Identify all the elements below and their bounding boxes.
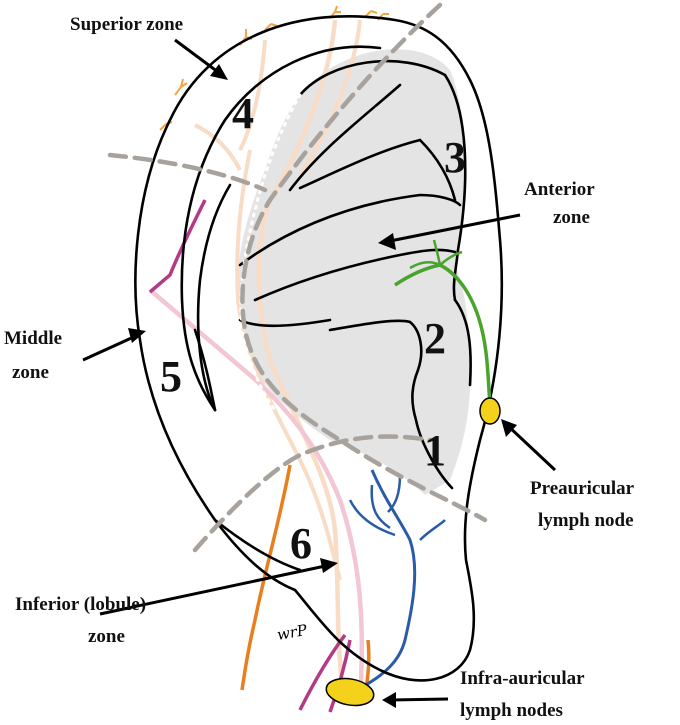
artist-signature: wrP [276,621,310,644]
label-infra-line1: Infra-auricular [460,668,585,689]
boundary-middle-inferior [192,434,433,553]
anterior-drainage-vessel [394,263,492,406]
boundary-superior-anterior [240,2,488,523]
preauricular-lymph-node [479,397,501,425]
helix-crus [298,59,467,302]
label-anterior-line2: zone [553,207,590,228]
zone-number-5: 5 [160,352,182,401]
triangular-fossa-ridge [298,138,457,202]
blue-vessel-branch-4 [419,519,446,541]
anterior-drainage-branch-1 [432,239,442,266]
tragus-outline [408,320,454,490]
label-middle-line2: zone [12,362,49,383]
zone-number-6: 6 [290,519,312,568]
label-inferior-line1: Inferior (lobule) [15,594,146,615]
concha-shaded-region [237,49,470,496]
antihelix-rim-2 [196,183,232,412]
helix-inner-rim [180,45,382,412]
zone-number-1: 1 [424,426,446,475]
label-superior-zone: Superior zone [70,14,183,35]
boundary-superior-middle [107,152,268,193]
peach-vessel-3 [238,39,267,151]
arrows [82,38,557,708]
antihelix-ridge-1 [238,193,462,267]
zone-number-3: 3 [444,133,466,182]
label-preauricular-line2: lymph node [538,510,634,531]
infra-auricular-lymph-node [325,677,375,707]
label-inferior-line2: zone [88,626,125,647]
peach-vessel-2 [298,19,362,177]
orange-vessel-left [240,464,292,691]
lobule-inner [213,518,302,572]
label-middle-line1: Middle [4,328,62,349]
blue-vessel-main [359,469,417,690]
triangular-fossa-upper [288,83,402,192]
zone-number-2: 2 [424,314,446,363]
magenta-vessel-left [148,199,207,294]
blue-vessel-branch-2 [370,484,391,530]
anterior-drainage-branch-3 [439,250,463,266]
peach-vessel-1 [256,19,348,701]
label-anterior-line1: Anterior [524,179,595,200]
antihelix-ridge-4 [328,319,412,332]
antihelix-ridge-3 [238,318,332,328]
label-infra-line2: lymph nodes [460,700,563,721]
anterior-drainage-branch-2 [409,260,441,270]
intertragic-notch [453,298,472,387]
peach-vessel-4 [194,123,242,171]
helix-outer-outline [134,15,504,682]
pink-vessel [148,288,365,701]
label-preauricular-line1: Preauricular [530,478,635,499]
peach-vessel-5 [235,149,342,581]
magenta-vessel-bottom-2 [328,639,352,713]
antitragus-line [193,328,217,412]
blue-vessel-branch-1 [387,474,402,513]
zone-number-4: 4 [232,89,254,138]
blue-vessel-branch-3 [348,499,396,537]
